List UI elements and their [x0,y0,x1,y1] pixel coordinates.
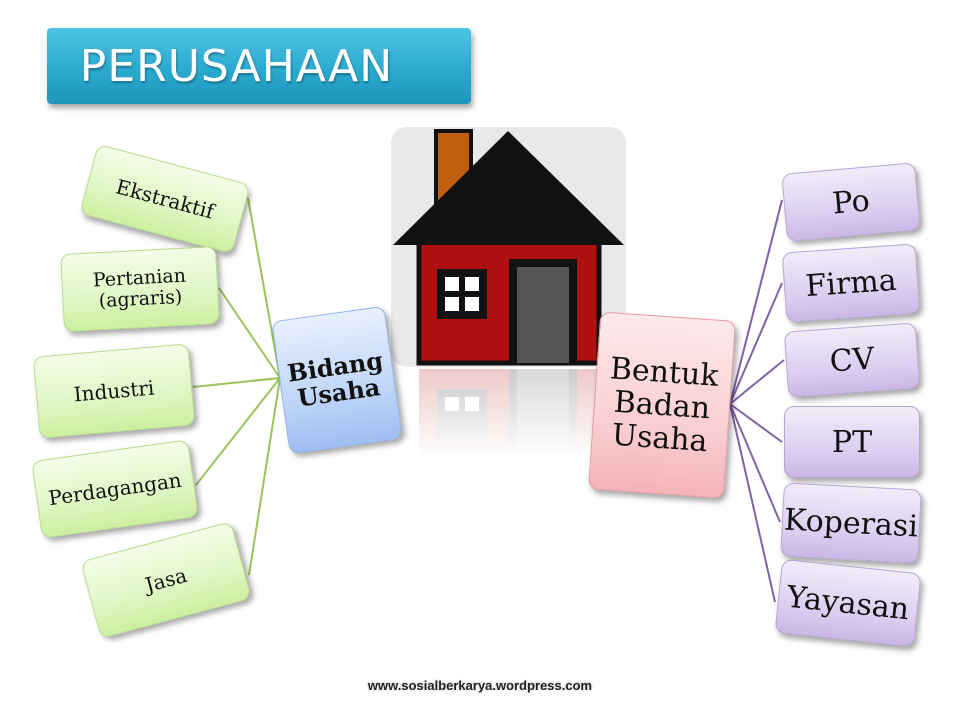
connector-industri [192,377,281,388]
footer-url: www.sosialberkarya.wordpress.com [367,678,593,693]
connector-po [729,199,783,405]
connector-perdagangan [195,377,281,486]
node-yayasan: Yayasan [774,558,922,648]
connector-jasa [248,377,281,576]
hub-bentuk-badan-usaha: Bentuk Badan Usaha [587,311,737,499]
node-po: Po [781,162,921,242]
node-pt: PT [784,406,920,478]
house-roof-icon [393,131,624,245]
page-title: PERUSAHAAN [79,40,394,92]
node-koperasi: Koperasi [780,482,922,564]
right-connectors [729,199,785,603]
connector-yayasan [729,403,776,603]
hub-bidang-usaha: Bidang Usaha [271,305,403,455]
node-pertanian: Pertanian (agraris) [60,245,220,333]
connector-pertanian [218,287,281,379]
title-banner: PERUSAHAAN [47,28,471,104]
connector-koperasi [729,403,781,523]
connector-cv [729,359,785,405]
connector-firma [729,282,783,405]
connector-pt [729,403,783,443]
node-cv: CV [783,322,921,398]
house-illustration [391,127,626,457]
node-firma: Firma [781,243,921,323]
house-window-icon [437,269,487,319]
node-industri: Industri [32,343,196,439]
